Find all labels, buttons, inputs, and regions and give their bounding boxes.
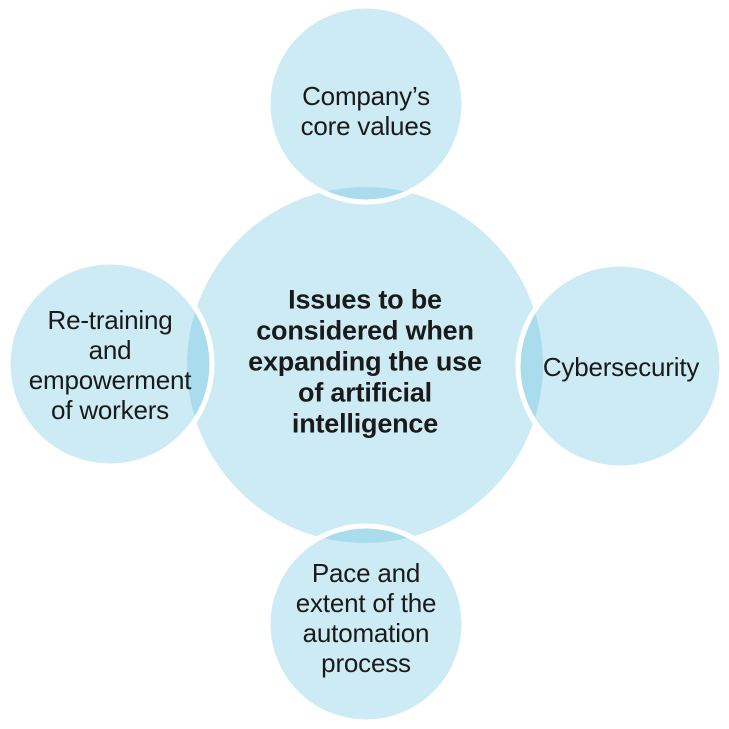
right-circle xyxy=(518,264,722,468)
center-circle-label: Issues to be considered when expanding t… xyxy=(248,285,482,440)
bottom-circle xyxy=(268,526,464,722)
bottom-circle-label: Pace and extent of the automation proces… xyxy=(296,558,437,678)
label-line: Cybersecurity xyxy=(542,352,700,382)
label-line: Re-training xyxy=(47,305,173,335)
top-circle-label: Company’s core values xyxy=(301,81,432,141)
label-line: of workers xyxy=(51,395,169,425)
label-line: automation xyxy=(302,618,430,648)
right-circle-label: Cybersecurity xyxy=(542,352,700,382)
left-circle-outline xyxy=(5,259,215,469)
label-line: extent of the xyxy=(295,588,437,618)
label-line: core values xyxy=(300,111,432,141)
bottom-circle-outline xyxy=(265,523,467,725)
label-line: expanding the use xyxy=(248,346,482,377)
top-circle xyxy=(268,6,464,202)
left-circle-label: Re-training and empowerment of workers xyxy=(29,305,192,425)
bottom-circle-group xyxy=(265,523,467,725)
label-line: and xyxy=(88,335,132,365)
label-line: Issues to be xyxy=(288,284,442,315)
label-line: Company’s xyxy=(302,81,430,111)
top-circle-outline xyxy=(265,3,467,205)
label-line: of artificial xyxy=(298,377,432,408)
top-circle-group xyxy=(265,3,467,205)
left-circle xyxy=(8,262,212,466)
left-circle-group xyxy=(5,259,215,469)
label-line: process xyxy=(321,648,411,678)
right-circle-outline xyxy=(515,261,725,471)
label-line: intelligence xyxy=(291,408,439,439)
label-line: considered when xyxy=(256,315,474,346)
label-line: Pace and xyxy=(311,558,421,588)
right-circle-group xyxy=(515,261,725,471)
center-circle xyxy=(187,187,543,543)
label-line: empowerment xyxy=(28,365,192,395)
